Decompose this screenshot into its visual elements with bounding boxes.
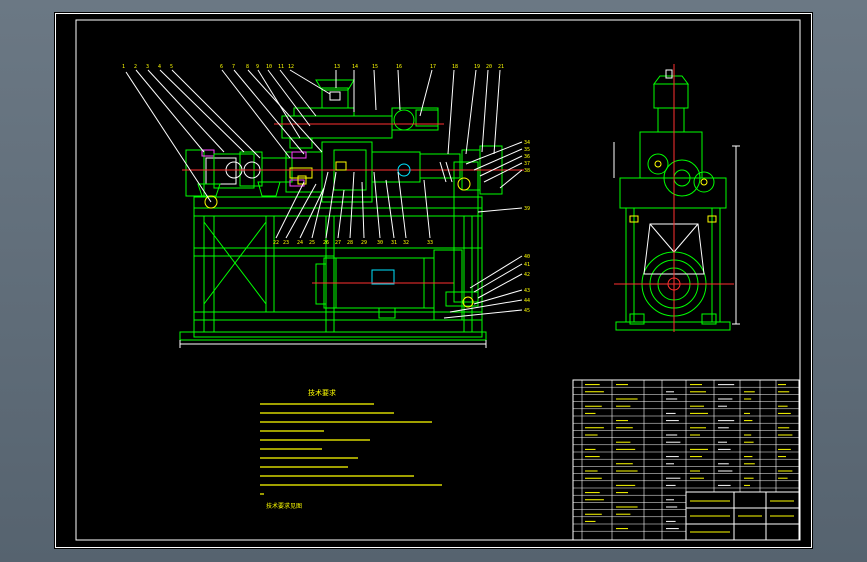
parts-list-table [572, 379, 800, 541]
balloon-label: 14 [352, 64, 358, 70]
side-view [613, 64, 740, 332]
balloon-label: 38 [524, 168, 530, 174]
balloon-label: 27 [335, 240, 341, 246]
balloon-label: 13 [334, 64, 340, 70]
balloon-label: 25 [309, 240, 315, 246]
leader-lines-right [443, 141, 523, 319]
balloon-label: 22 [273, 240, 279, 246]
balloon-label: 43 [524, 288, 530, 294]
sheet-border [55, 13, 812, 548]
balloon-label: 32 [403, 240, 409, 246]
balloon-label: 16 [396, 64, 402, 70]
notes-signature: 技术要求见图 [266, 502, 302, 510]
balloon-label: 3 [146, 64, 149, 70]
balloon-label: 24 [297, 240, 303, 246]
notes-title: 技术要求 [308, 388, 336, 397]
balloon-label: 40 [524, 254, 530, 260]
balloon-label: 11 [278, 64, 284, 70]
drawing-canvas: 1 2 3 4 5 6 7 8 9 10 11 12 13 14 15 16 1… [55, 13, 812, 548]
balloon-label: 35 [524, 147, 530, 153]
balloon-label: 29 [361, 240, 367, 246]
drawing-sheet: 1 2 3 4 5 6 7 8 9 10 11 12 13 14 15 16 1… [54, 12, 813, 549]
balloon-label: 9 [256, 64, 259, 70]
balloon-label: 15 [372, 64, 378, 70]
drawing-frame [75, 19, 801, 541]
balloon-label: 31 [391, 240, 397, 246]
balloon-label: 37 [524, 161, 530, 167]
balloon-label: 41 [524, 262, 530, 268]
balloon-label: 10 [266, 64, 272, 70]
balloon-label: 28 [347, 240, 353, 246]
balloon-labels-top: 1 2 3 4 5 6 7 8 9 10 11 12 13 14 15 16 1… [122, 64, 504, 70]
balloon-label: 4 [158, 64, 161, 70]
balloon-label: 23 [283, 240, 289, 246]
overall-dimension [179, 340, 487, 348]
balloon-label: 20 [486, 64, 492, 70]
balloon-label: 39 [524, 206, 530, 212]
balloon-label: 45 [524, 308, 530, 314]
balloon-label: 5 [170, 64, 173, 70]
balloon-labels-bottom: 22 23 24 25 26 27 28 29 30 31 32 33 [273, 240, 433, 246]
balloon-label: 12 [288, 64, 294, 70]
balloon-label: 2 [134, 64, 137, 70]
front-view [179, 79, 524, 341]
balloon-label: 8 [246, 64, 249, 70]
leader-lines-bottom [275, 171, 431, 239]
balloon-label: 33 [427, 240, 433, 246]
balloon-label: 21 [498, 64, 504, 70]
balloon-label: 7 [232, 64, 235, 70]
balloon-label: 17 [430, 64, 436, 70]
technical-notes: 技术要求 技术要求见图 [260, 388, 442, 510]
balloon-label: 1 [122, 64, 125, 70]
balloon-label: 6 [220, 64, 223, 70]
balloon-label: 30 [377, 240, 383, 246]
balloon-label: 42 [524, 272, 530, 278]
leader-lines-top [125, 69, 501, 203]
balloon-label: 36 [524, 154, 530, 160]
balloon-label: 18 [452, 64, 458, 70]
balloon-labels-right: 34 35 36 37 38 39 40 41 42 43 44 45 [524, 140, 530, 314]
balloon-label: 34 [524, 140, 530, 146]
balloon-label: 19 [474, 64, 480, 70]
balloon-label: 44 [524, 298, 530, 304]
balloon-label: 26 [323, 240, 329, 246]
